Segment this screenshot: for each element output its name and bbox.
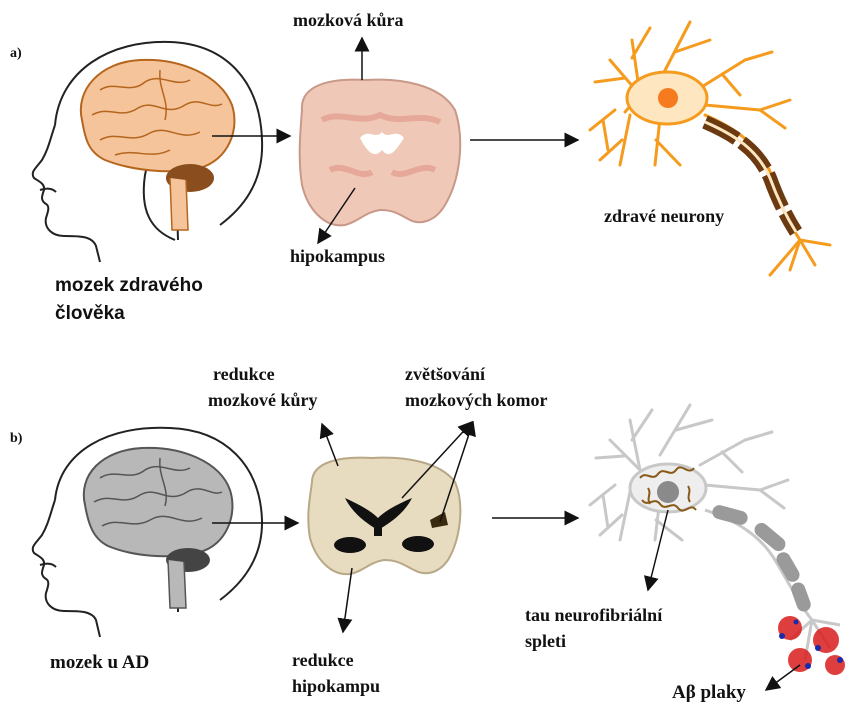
hippo-reduction-line2: hipokampu xyxy=(292,676,380,698)
healthy-neurons-label: zdravé neurony xyxy=(604,206,724,228)
cortex-label: mozková kůra xyxy=(293,10,404,32)
coronal-section-ad xyxy=(308,458,460,575)
brain-ad xyxy=(84,448,233,608)
hippocampus-label: hipokampus xyxy=(290,246,385,268)
panel-b-marker: b) xyxy=(10,431,22,448)
healthy-brain-label-line2: člověka xyxy=(55,303,125,326)
neuron-healthy-nucleus xyxy=(658,88,678,108)
tau-label-line1: tau neurofibriální xyxy=(525,605,662,627)
neuron-healthy xyxy=(590,22,830,275)
hippo-reduction-line1: redukce xyxy=(292,650,354,672)
cortex-reduction-line1: redukce xyxy=(213,364,275,386)
ventricles-label-line2: mozkových komor xyxy=(405,390,548,412)
plaques-label: Aβ plaky xyxy=(672,682,746,705)
tau-label-line2: spleti xyxy=(525,631,566,653)
axon-ad xyxy=(705,504,813,620)
panel-a-marker: a) xyxy=(10,46,22,63)
amyloid-plaques xyxy=(778,616,845,675)
ventricles-label-line1: zvětšování xyxy=(405,364,485,386)
ad-brain-label: mozek u AD xyxy=(50,652,149,675)
brain-healthy xyxy=(81,60,235,230)
neuron-ad-nucleus xyxy=(657,481,679,503)
healthy-brain-label-line1: mozek zdravého xyxy=(55,275,203,298)
coronal-section-healthy xyxy=(300,80,461,226)
cortex-reduction-line2: mozkové kůry xyxy=(208,390,318,412)
